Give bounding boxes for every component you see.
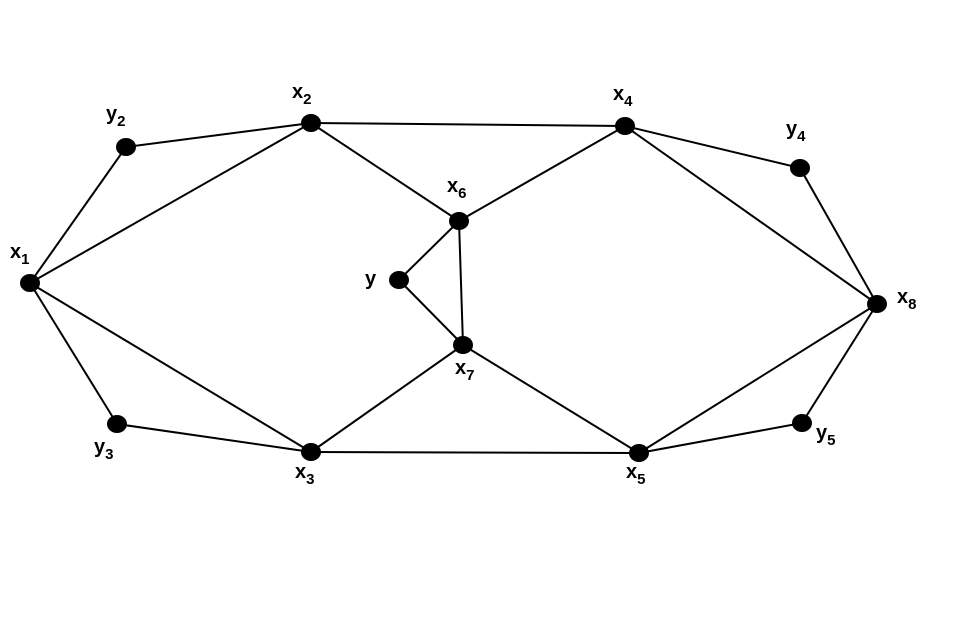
vertex-label-x2: x2 [292, 81, 311, 108]
vertices-layer [20, 114, 887, 462]
edge-x7-x5 [462, 344, 640, 454]
vertex-label-x4: x4 [613, 83, 633, 110]
vertex-label-x5: x5 [626, 461, 645, 488]
edge-y3-x3 [116, 423, 312, 453]
vertex-label-x3: x3 [295, 461, 314, 488]
edge-x1-y2 [29, 146, 127, 284]
edge-y-x7 [398, 279, 464, 346]
edge-x2-x4 [310, 122, 626, 127]
vertex-x8 [867, 295, 887, 313]
edge-x4-y4 [624, 125, 801, 169]
edge-x5-x8 [638, 303, 878, 454]
edge-x6-x4 [458, 125, 626, 222]
vertex-label-y: y [365, 268, 377, 290]
vertex-x4 [615, 117, 635, 135]
edges-layer [29, 122, 878, 454]
vertex-x5 [629, 444, 649, 462]
vertex-x3 [301, 443, 321, 461]
edge-x2-x6 [310, 122, 460, 222]
vertex-label-y3: y3 [94, 436, 113, 463]
vertex-x7 [453, 336, 473, 354]
edge-x4-x8 [624, 125, 878, 305]
labels-layer: x1 x2 x3 x4 x5 x6 x7 x8 y y2 y3 y4 y5 [10, 81, 916, 488]
edge-x1-y3 [29, 282, 118, 425]
vertex-label-x7: x7 [455, 357, 474, 384]
vertex-label-x1: x1 [10, 241, 29, 268]
vertex-label-x6: x6 [447, 175, 466, 202]
vertex-label-y4: y4 [786, 118, 806, 145]
vertex-y2 [116, 138, 136, 156]
vertex-y3 [107, 415, 127, 433]
vertex-label-y5: y5 [816, 422, 835, 449]
vertex-x1 [20, 274, 40, 292]
edge-y2-x2 [125, 122, 312, 148]
edge-x1-x2 [29, 122, 312, 284]
vertex-y [389, 271, 409, 289]
edge-x3-x5 [310, 451, 640, 454]
vertex-label-y2: y2 [106, 103, 125, 130]
edge-x5-y5 [638, 422, 803, 454]
edge-y4-x8 [799, 167, 878, 305]
vertex-label-x8: x8 [897, 286, 916, 313]
edge-x6-y [398, 220, 460, 281]
edge-x3-x7 [310, 344, 464, 453]
edge-x6-x7 [458, 220, 464, 346]
vertex-x6 [449, 212, 469, 230]
edge-y5-x8 [801, 303, 878, 424]
vertex-y4 [790, 159, 810, 177]
vertex-x2 [301, 114, 321, 132]
edge-x1-x3 [29, 282, 312, 453]
vertex-y5 [792, 414, 812, 432]
